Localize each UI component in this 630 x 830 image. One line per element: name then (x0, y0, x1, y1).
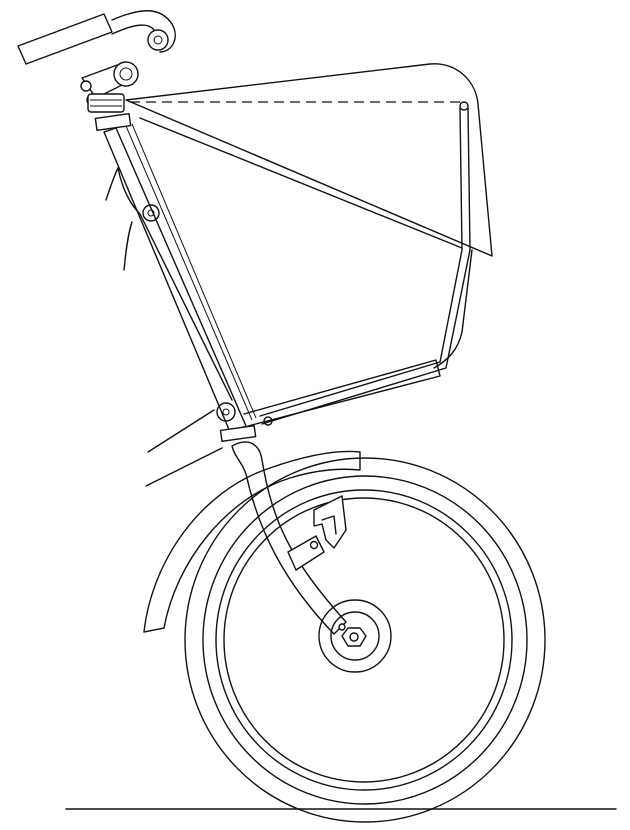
main-frame (105, 167, 236, 487)
front-wheel (184, 457, 546, 823)
handlebar-assembly (17, 10, 176, 113)
hub-shell (330, 611, 380, 661)
box-bolt (263, 416, 273, 426)
hub-flange (318, 599, 392, 673)
dropout-bolt (338, 623, 346, 631)
axle-icon (349, 632, 359, 642)
cargo-cover (125, 63, 493, 257)
lower-headset-ring (219, 424, 257, 443)
tire-outer (184, 457, 546, 823)
head-tube (94, 112, 257, 443)
stem-clamp (113, 61, 139, 87)
front-hub (318, 599, 392, 673)
headset-ring (94, 112, 132, 132)
brake-caliper (287, 495, 347, 571)
rim-outer (215, 489, 513, 791)
tire-inner (202, 475, 528, 805)
rim-inner (223, 497, 505, 783)
handlebar-grip (17, 13, 113, 65)
cargo-box (125, 63, 493, 427)
frame-bolt-upper (142, 204, 160, 222)
front-fender (143, 450, 361, 633)
